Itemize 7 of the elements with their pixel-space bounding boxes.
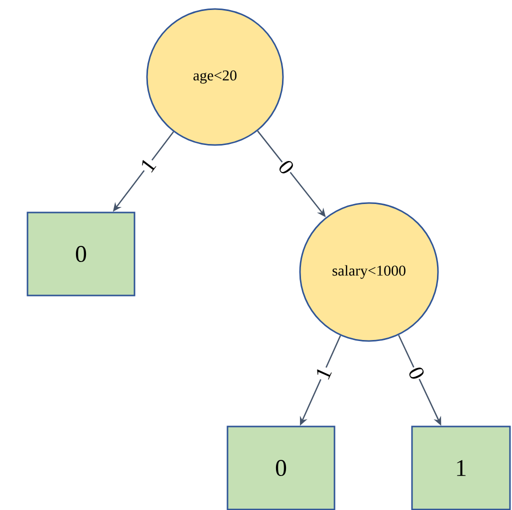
leaf-box: 1 — [411, 426, 511, 510]
edge-label: 1 — [313, 364, 334, 383]
edge-label: 1 — [138, 155, 159, 176]
leaf-box: 0 — [26, 212, 136, 296]
leaf-box: 0 — [226, 426, 336, 510]
edge-label: 0 — [406, 364, 427, 383]
edge-label: 0 — [276, 156, 297, 178]
